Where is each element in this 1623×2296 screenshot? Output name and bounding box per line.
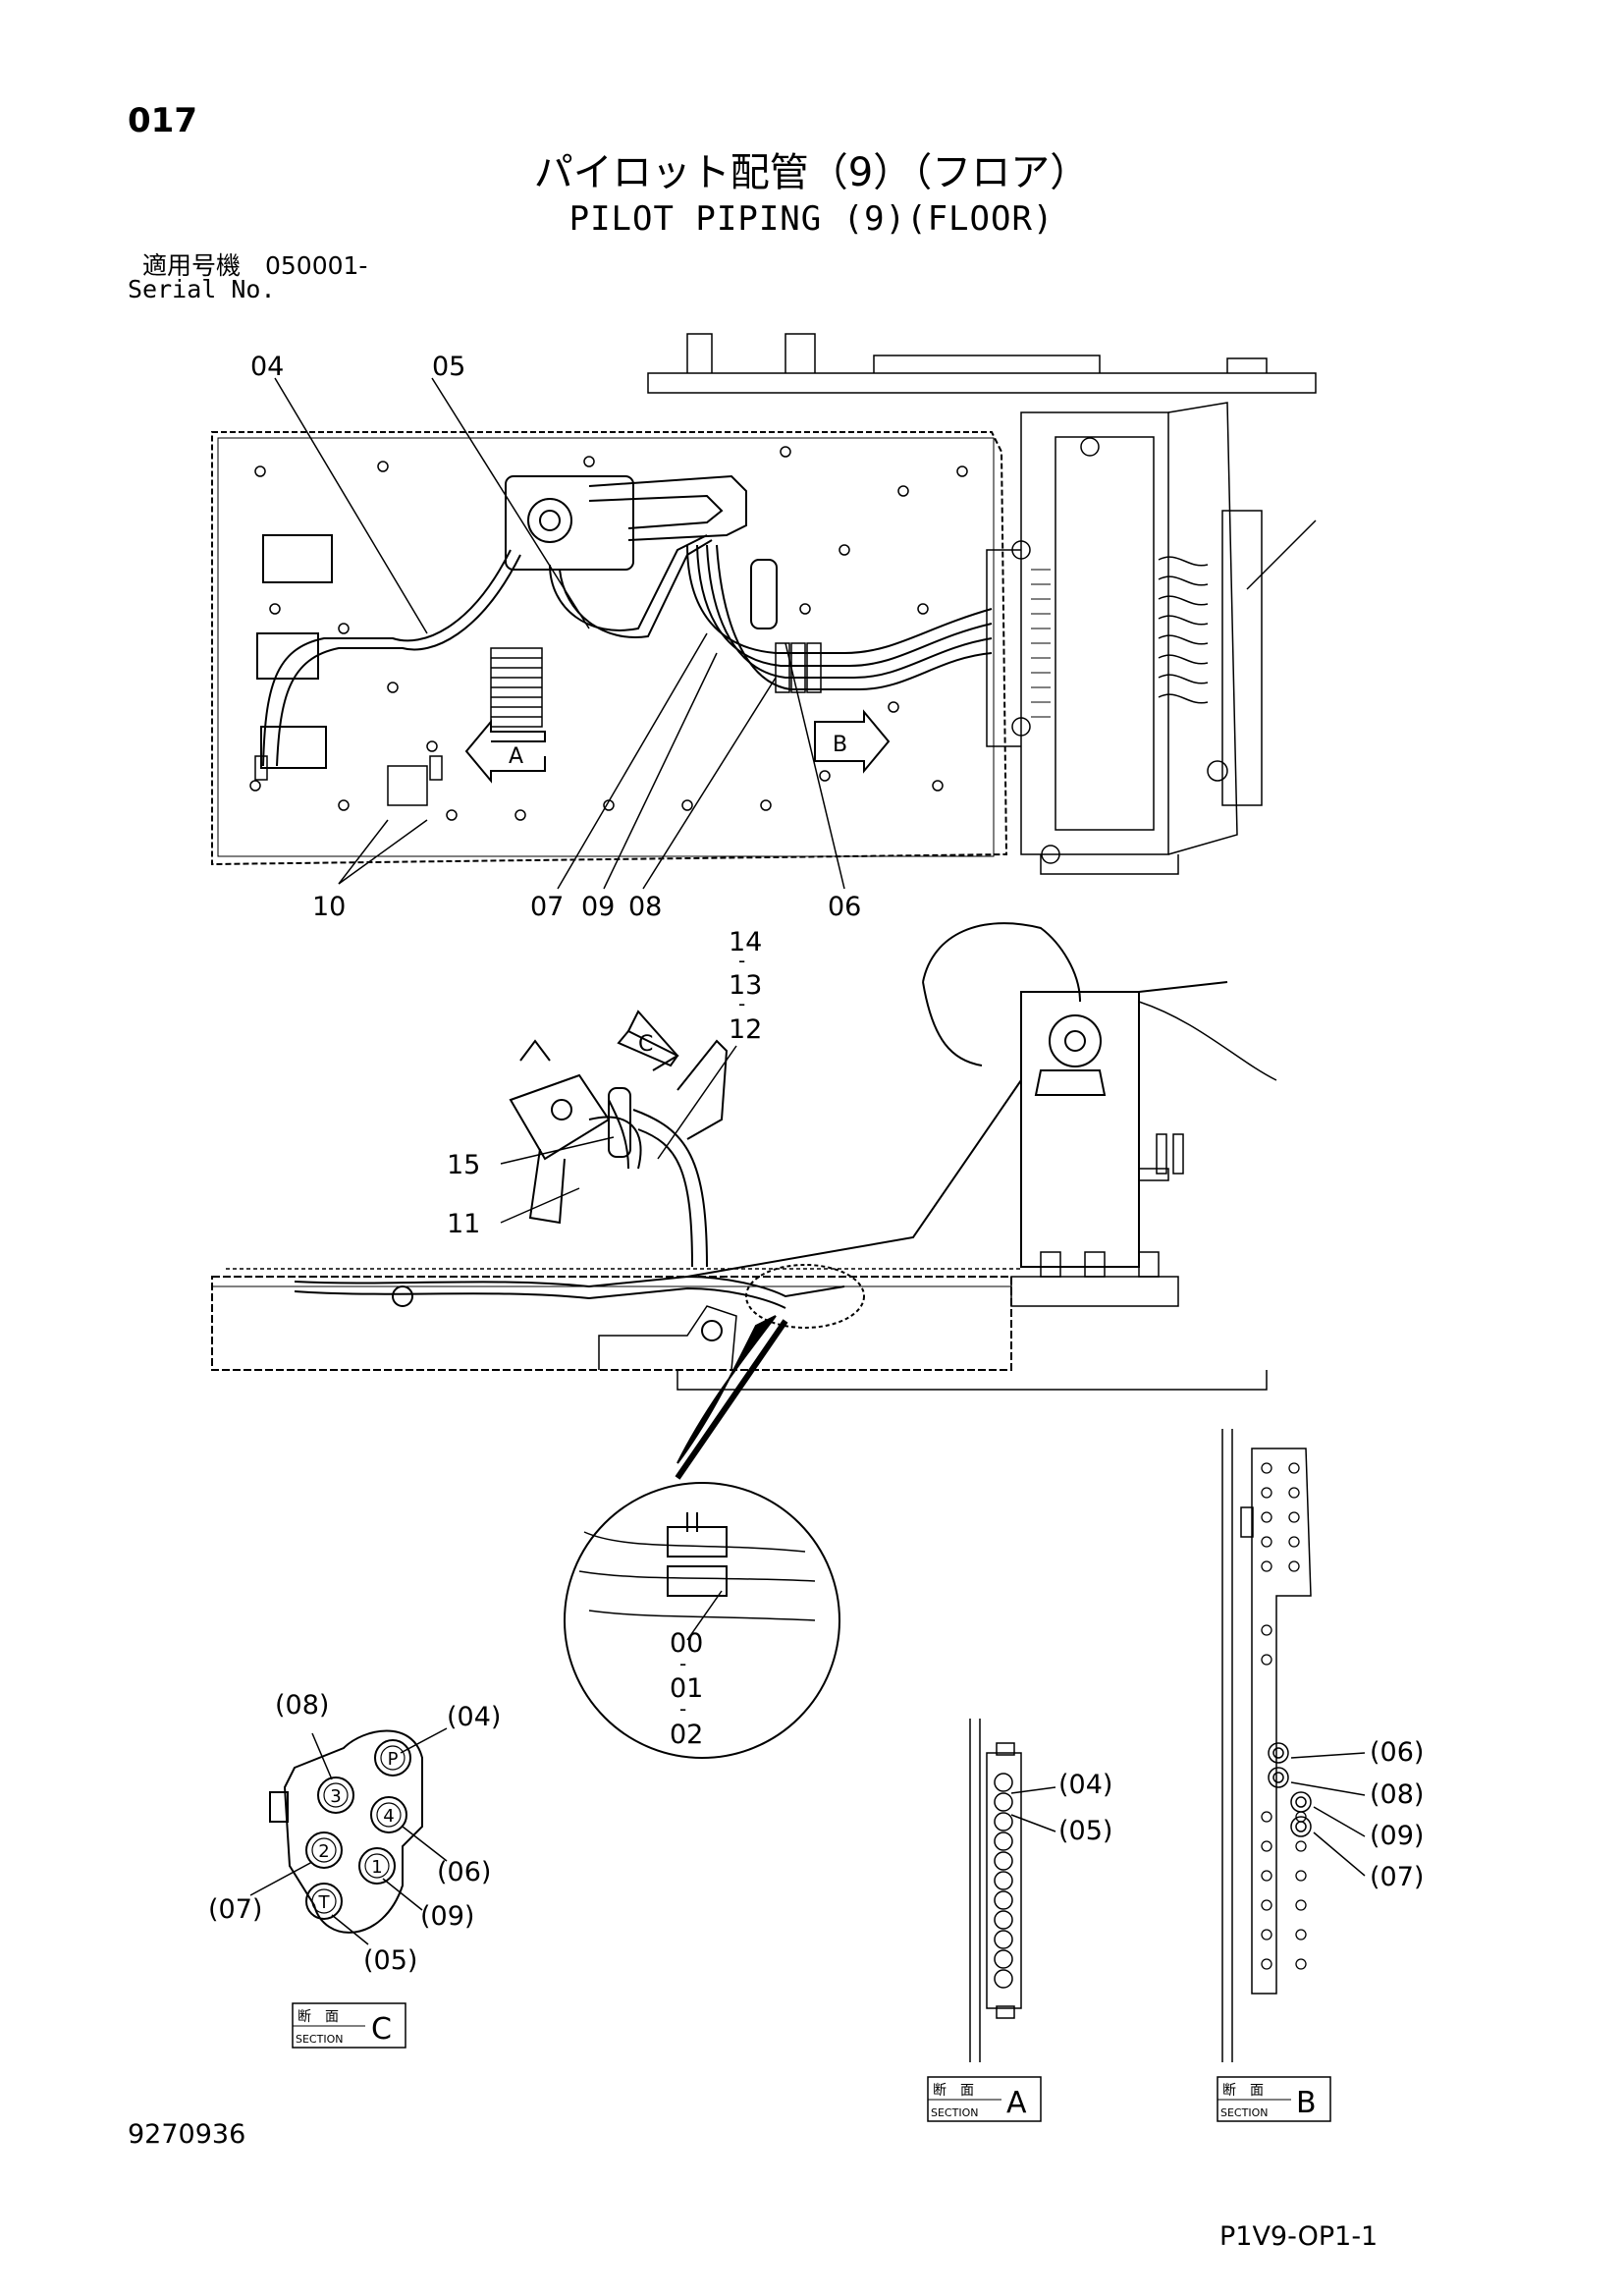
document-number: 9270936 [128,2119,246,2150]
svg-text:4: 4 [383,1806,394,1827]
view-arrow-b: B [814,709,891,774]
svg-text:2: 2 [318,1841,329,1862]
callout-01: 01 [670,1673,703,1704]
section-b-drawing [1221,1429,1366,2062]
callout-00: 00 [670,1628,703,1659]
callout-14: 14 [729,927,762,957]
callout-06: 06 [828,892,861,922]
section-a-drawing [969,1719,1056,2062]
callout-07: 07 [530,892,564,922]
svg-text:断 面: 断 面 [298,2009,339,2025]
svg-text:(04): (04) [447,1702,501,1732]
svg-text:(08): (08) [1370,1779,1424,1810]
section-tag-c: 断 面 SECTION C [292,2002,406,2049]
callout-08: 08 [628,892,662,922]
callout-02: 02 [670,1720,703,1750]
svg-text:(06): (06) [437,1857,491,1887]
view-arrow-c: C [617,1010,679,1071]
svg-text:-: - [738,949,745,972]
svg-text:(08): (08) [275,1690,329,1721]
svg-text:3: 3 [330,1786,341,1807]
callouts: 04 05 10 07 09 08 06 14 - 13 - 12 15 11 … [250,352,861,1750]
svg-text:SECTION: SECTION [931,2106,978,2119]
svg-text:(05): (05) [363,1945,417,1976]
svg-text:P: P [388,1749,399,1770]
callout-13: 13 [729,970,762,1001]
leader-lines [274,377,845,1641]
view-arrow-a: A [464,719,546,784]
callout-04: 04 [250,352,284,382]
svg-text:断 面: 断 面 [933,2083,974,2099]
svg-text:SECTION: SECTION [1220,2106,1268,2119]
svg-text:B: B [1296,2086,1317,2120]
floor-grille [490,647,543,728]
callout-12: 12 [729,1014,762,1045]
hose-bundle-side [294,1039,845,1309]
svg-text:断 面: 断 面 [1222,2083,1264,2099]
svg-text:(07): (07) [208,1894,262,1925]
callout-10: 10 [312,892,346,922]
callout-15: 15 [447,1150,480,1180]
title-japanese: パイロット配管（9）（フロア） [533,150,1090,195]
svg-text:C: C [371,2012,392,2047]
svg-text:(05): (05) [1058,1816,1112,1846]
svg-text:(07): (07) [1370,1862,1424,1892]
section-c-labels: (08) (04) (06) (07) (09) (05) [208,1690,501,1976]
title-english: PILOT PIPING (9)(FLOOR) [568,199,1055,239]
pilot-valve-side [509,1039,642,1225]
page-code: P1V9-OP1-1 [1219,2221,1379,2252]
hose-bundle-plan [262,534,993,767]
svg-text:(04): (04) [1058,1770,1112,1800]
serial-range-japanese: 適用号機 050001- [142,251,368,280]
svg-text:1: 1 [371,1857,382,1878]
page-number: 017 [128,101,197,140]
svg-text:(06): (06) [1370,1737,1424,1768]
section-b-labels: (06) (08) (09) (07) [1370,1737,1424,1892]
section-tag-a: 断 面 SECTION A [927,2076,1042,2122]
svg-text:-: - [679,1697,686,1721]
svg-text:(09): (09) [420,1901,474,1932]
plan-view-floor: A B [211,431,1008,866]
pilot-valve [505,474,747,571]
section-tag-b: 断 面 SECTION B [1217,2076,1331,2122]
svg-text:A: A [509,744,523,769]
svg-text:-: - [738,992,745,1015]
detail-bubble [564,1315,840,1759]
svg-text:A: A [1006,2086,1027,2120]
svg-text:B: B [833,733,847,757]
callout-05: 05 [432,352,465,382]
plan-view-bracket [647,333,1317,875]
section-a-labels: (04) (05) [1058,1770,1112,1846]
svg-text:(09): (09) [1370,1821,1424,1851]
svg-text:T: T [318,1892,331,1913]
serial-label-english: Serial No. [128,275,276,303]
svg-text:C: C [638,1032,653,1057]
side-elevation: C [211,922,1277,1391]
svg-text:-: - [679,1652,686,1675]
callout-09: 09 [581,892,615,922]
section-c-drawing: P 3 4 2 1 T [249,1727,448,1945]
svg-text:SECTION: SECTION [296,2033,343,2046]
callout-11: 11 [447,1209,480,1239]
